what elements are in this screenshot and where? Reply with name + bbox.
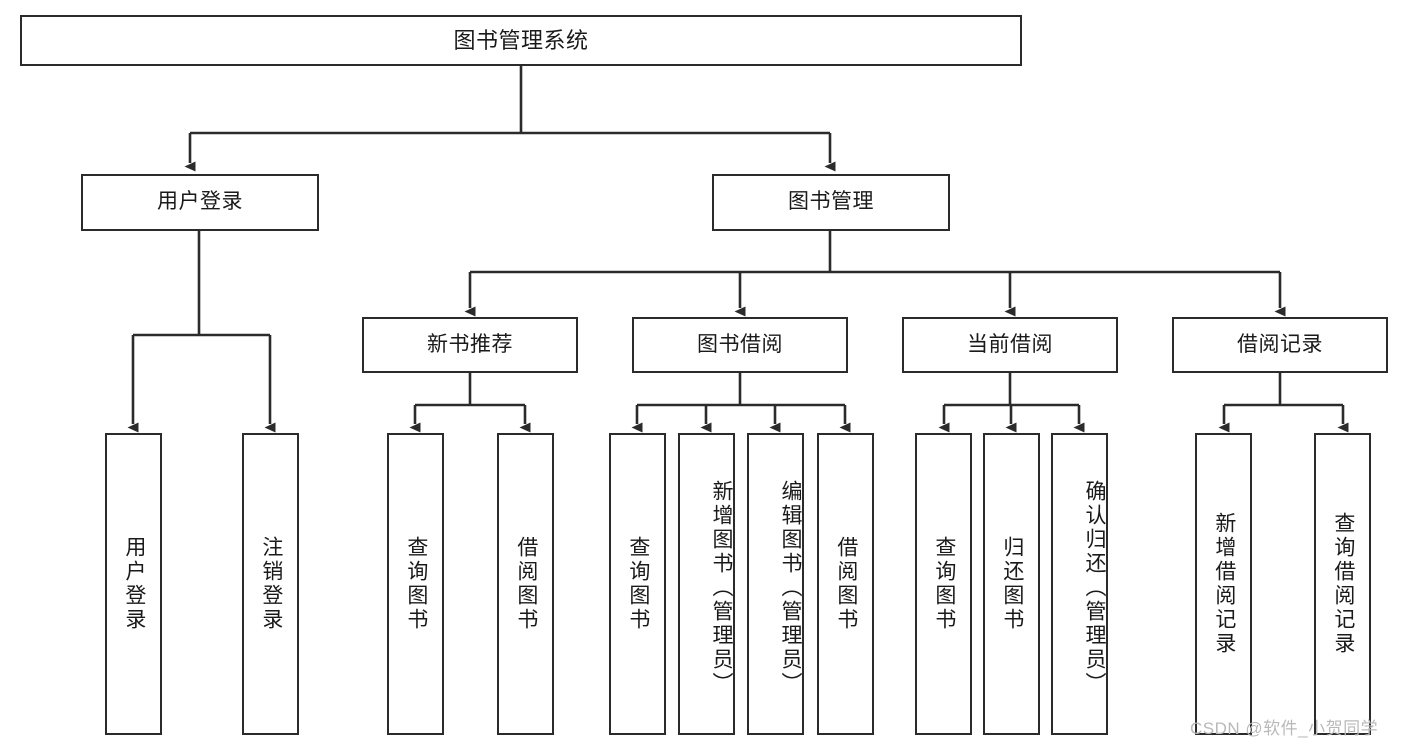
leaf-records-query-record[interactable]: 查询借阅记录 <box>1314 433 1371 735</box>
leaf-label: 确认归还（管理员） <box>1083 480 1106 696</box>
node-user-login[interactable]: 用户登录 <box>81 174 319 231</box>
leaf-label: 借阅图书 <box>834 536 858 632</box>
leaf-label: 编辑图书（管理员） <box>779 480 802 696</box>
leaf-user-login-logout[interactable]: 注销登录 <box>242 433 299 735</box>
leaf-borrow-add-book-admin[interactable]: 新增图书（管理员） <box>678 433 735 735</box>
node-book-borrow[interactable]: 图书借阅 <box>632 317 848 373</box>
node-book-management[interactable]: 图书管理 <box>712 174 950 231</box>
node-borrow-records-label: 借阅记录 <box>1237 332 1323 356</box>
leaf-new-book-borrow[interactable]: 借阅图书 <box>497 433 554 735</box>
leaf-label: 归还图书 <box>1000 536 1024 632</box>
leaf-label: 查询图书 <box>626 536 650 632</box>
leaf-borrow-edit-book-admin[interactable]: 编辑图书（管理员） <box>747 433 804 735</box>
leaf-records-add-record[interactable]: 新增借阅记录 <box>1195 433 1252 735</box>
leaf-current-confirm-return-admin[interactable]: 确认归还（管理员） <box>1051 433 1108 735</box>
leaf-label: 用户登录 <box>122 536 146 632</box>
leaf-borrow-query-book[interactable]: 查询图书 <box>609 433 666 735</box>
node-new-book-recommend[interactable]: 新书推荐 <box>362 317 578 373</box>
leaf-label: 查询借阅记录 <box>1331 512 1355 656</box>
leaf-label: 注销登录 <box>259 536 283 632</box>
node-current-borrow[interactable]: 当前借阅 <box>902 317 1118 373</box>
leaf-new-book-query[interactable]: 查询图书 <box>387 433 444 735</box>
node-borrow-records[interactable]: 借阅记录 <box>1172 317 1388 373</box>
leaf-label: 查询图书 <box>404 536 428 632</box>
leaf-borrow-borrow-book[interactable]: 借阅图书 <box>817 433 874 735</box>
leaf-label: 新增图书（管理员） <box>710 480 733 696</box>
leaf-user-login-login[interactable]: 用户登录 <box>105 433 162 735</box>
leaf-current-query-book[interactable]: 查询图书 <box>915 433 972 735</box>
node-user-login-label: 用户登录 <box>157 190 243 214</box>
leaf-label: 查询图书 <box>932 536 956 632</box>
leaf-label: 新增借阅记录 <box>1212 512 1236 656</box>
node-new-book-recommend-label: 新书推荐 <box>427 332 513 356</box>
csdn-watermark: CSDN @软件_小贺同学 <box>1190 719 1379 738</box>
node-root[interactable]: 图书管理系统 <box>20 15 1022 66</box>
node-root-label: 图书管理系统 <box>453 27 589 53</box>
node-current-borrow-label: 当前借阅 <box>967 332 1053 356</box>
node-book-borrow-label: 图书借阅 <box>697 332 783 356</box>
node-book-management-label: 图书管理 <box>788 190 874 214</box>
leaf-current-return-book[interactable]: 归还图书 <box>983 433 1040 735</box>
leaf-label: 借阅图书 <box>514 536 538 632</box>
